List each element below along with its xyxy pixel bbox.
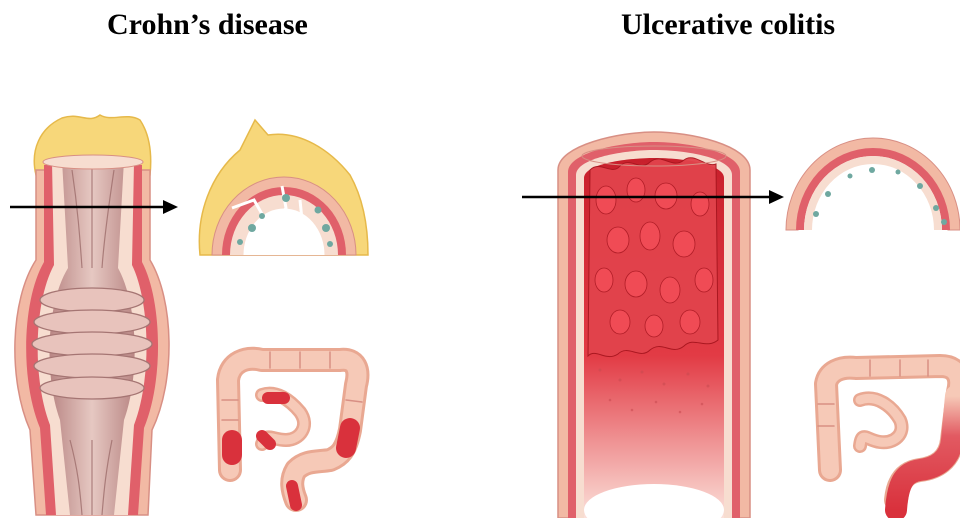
- crohns-folds: [32, 288, 152, 399]
- crohns-cross-section: [199, 120, 368, 255]
- crohns-colon-map: [222, 352, 362, 505]
- uc-continuous-inflammation: [896, 396, 956, 510]
- crohns-longitudinal-section: [15, 115, 169, 515]
- uc-longitudinal-section: [558, 132, 750, 518]
- uc-colon-map: [818, 360, 959, 510]
- uc-cross-section: [786, 138, 960, 230]
